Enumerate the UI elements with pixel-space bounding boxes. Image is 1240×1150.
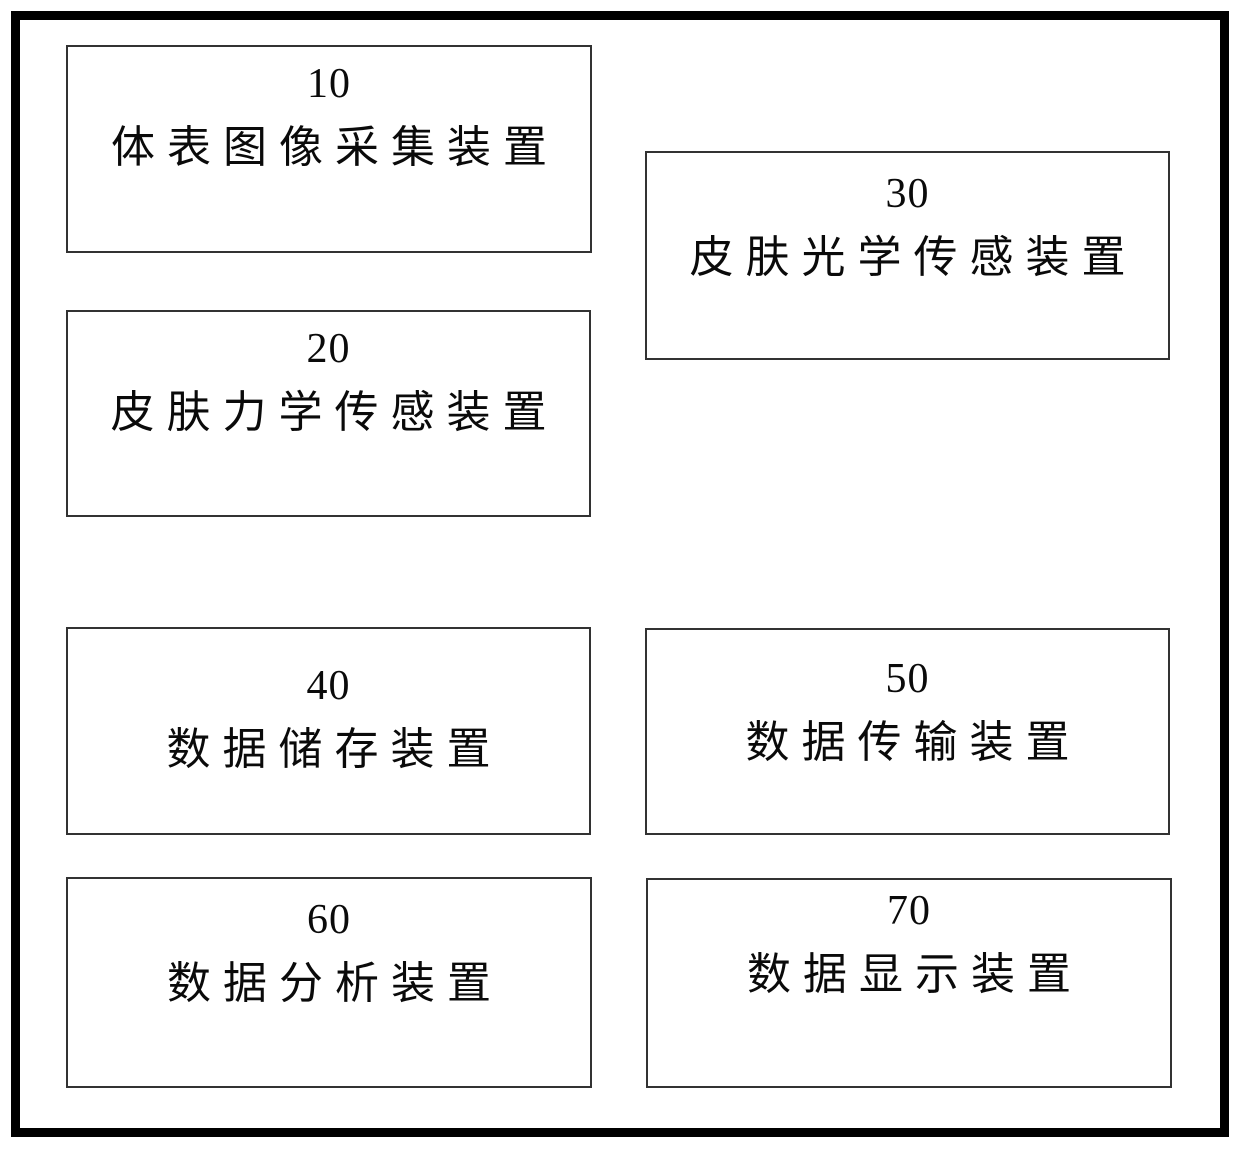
block-label: 数据分析装置 bbox=[167, 959, 503, 1008]
block-60-data-analysis: 60 数据分析装置 bbox=[66, 877, 592, 1088]
block-10-body-surface-image-capture: 10 体表图像采集装置 bbox=[66, 45, 592, 253]
block-30-skin-optical-sensor: 30 皮肤光学传感装置 bbox=[645, 151, 1170, 360]
block-label: 皮肤力学传感装置 bbox=[110, 388, 559, 437]
block-50-data-transmission: 50 数据传输装置 bbox=[645, 628, 1170, 835]
block-number: 20 bbox=[306, 326, 351, 372]
block-number: 50 bbox=[885, 656, 930, 702]
block-number: 10 bbox=[307, 61, 351, 107]
block-number: 60 bbox=[307, 897, 351, 943]
block-label: 数据传输装置 bbox=[745, 718, 1082, 767]
block-number: 40 bbox=[306, 663, 351, 709]
block-label: 数据储存装置 bbox=[166, 725, 503, 774]
block-number: 70 bbox=[887, 888, 931, 934]
block-40-data-storage: 40 数据储存装置 bbox=[66, 627, 591, 835]
block-label: 数据显示装置 bbox=[747, 950, 1083, 999]
block-label: 皮肤光学传感装置 bbox=[689, 233, 1138, 282]
block-20-skin-mechanics-sensor: 20 皮肤力学传感装置 bbox=[66, 310, 591, 517]
block-label: 体表图像采集装置 bbox=[111, 123, 559, 172]
block-70-data-display: 70 数据显示装置 bbox=[646, 878, 1172, 1088]
block-number: 30 bbox=[885, 171, 930, 217]
